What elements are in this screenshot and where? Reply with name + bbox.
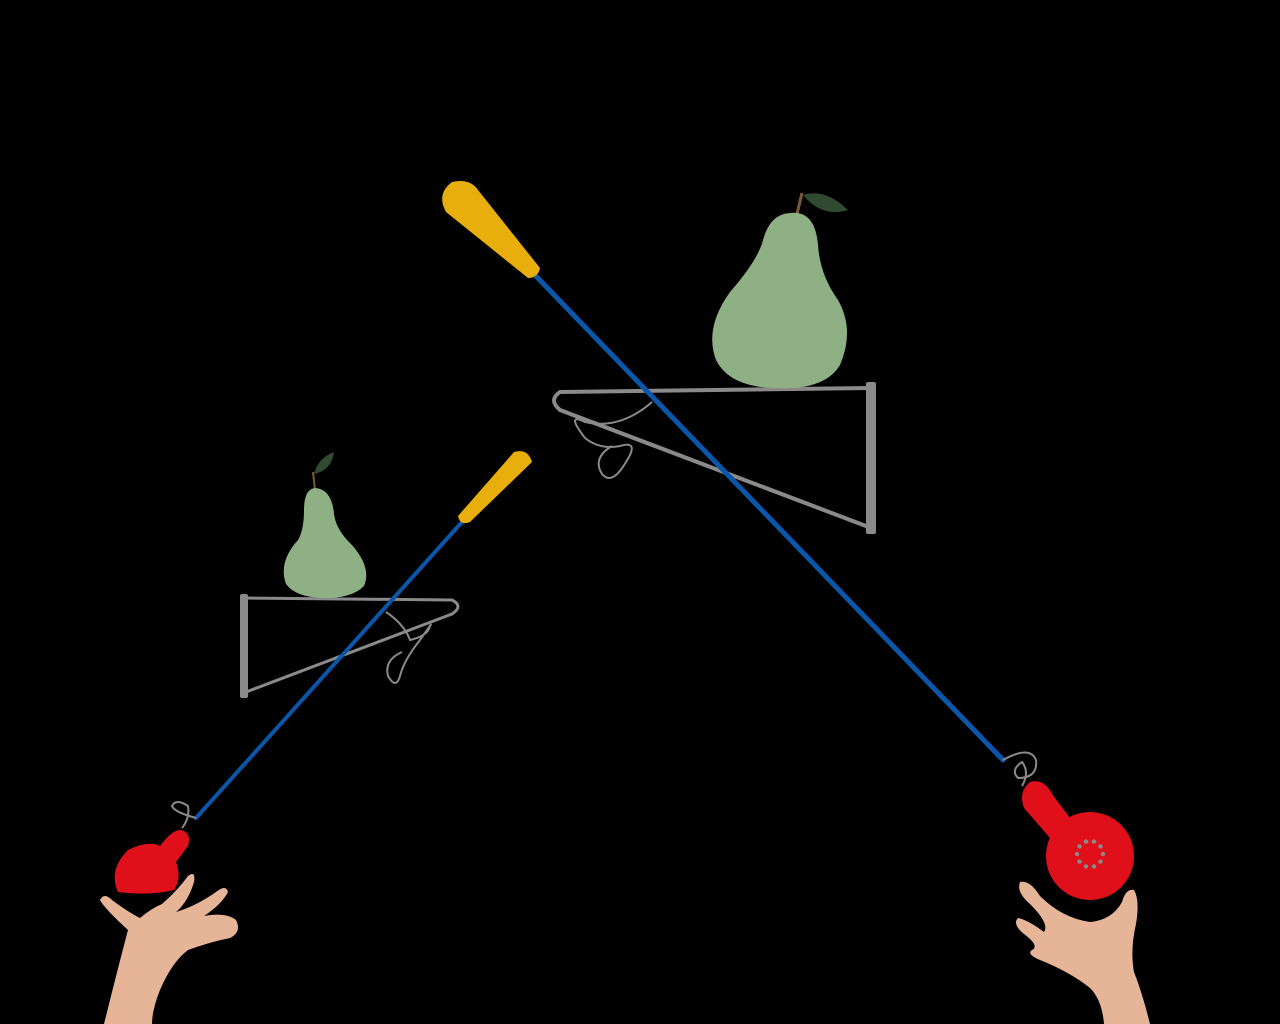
hand-left-shape [100, 874, 238, 1024]
rod-right-shaft [529, 269, 1006, 763]
reel-dot [1077, 859, 1082, 864]
pear-large-stem [795, 192, 804, 215]
shelf-small-string [385, 611, 432, 684]
reel-right-spool [1046, 812, 1134, 900]
reel-dot [1098, 859, 1103, 864]
reel-dot [1074, 851, 1080, 857]
reel-dot [1091, 839, 1097, 844]
reel-left[interactable] [114, 830, 189, 894]
rod-left-tip [458, 451, 532, 524]
shelf-large-bracket [552, 386, 872, 528]
pear-small-leaf [314, 452, 334, 474]
shelf-large[interactable] [552, 382, 876, 534]
pear-small-body [283, 488, 367, 598]
shelf-small-bracket [244, 596, 460, 694]
rod-left-shaft [194, 520, 464, 820]
pear-large-leaf [803, 193, 848, 213]
rod-right-tip [442, 181, 540, 278]
reel-right[interactable] [1022, 781, 1134, 900]
hand-right-shape [1016, 881, 1150, 1024]
reel-right-dots [1074, 839, 1106, 869]
rod-left-line-loop [170, 801, 197, 829]
rod-right-line-loop [1002, 751, 1038, 787]
reel-dot [1100, 851, 1106, 857]
reel-dot [1098, 844, 1103, 849]
shelf-small[interactable] [240, 594, 460, 698]
pear-large[interactable] [712, 192, 848, 389]
reel-dot [1091, 864, 1097, 869]
pear-small-stem [312, 471, 316, 491]
rod-left[interactable] [170, 451, 532, 829]
shelf-small-post [240, 594, 248, 698]
reel-left-body [114, 830, 189, 894]
reel-dot [1083, 864, 1089, 869]
reel-dot [1083, 839, 1089, 844]
hand-left[interactable] [100, 874, 238, 1024]
rod-right[interactable] [442, 181, 1038, 787]
reel-dot [1077, 844, 1082, 849]
shelf-large-post [866, 382, 876, 534]
reel-right-arm [1022, 781, 1070, 838]
pear-large-body [712, 212, 848, 389]
pear-small[interactable] [283, 452, 367, 598]
hand-right[interactable] [1016, 881, 1150, 1024]
shelf-large-string [574, 401, 653, 479]
